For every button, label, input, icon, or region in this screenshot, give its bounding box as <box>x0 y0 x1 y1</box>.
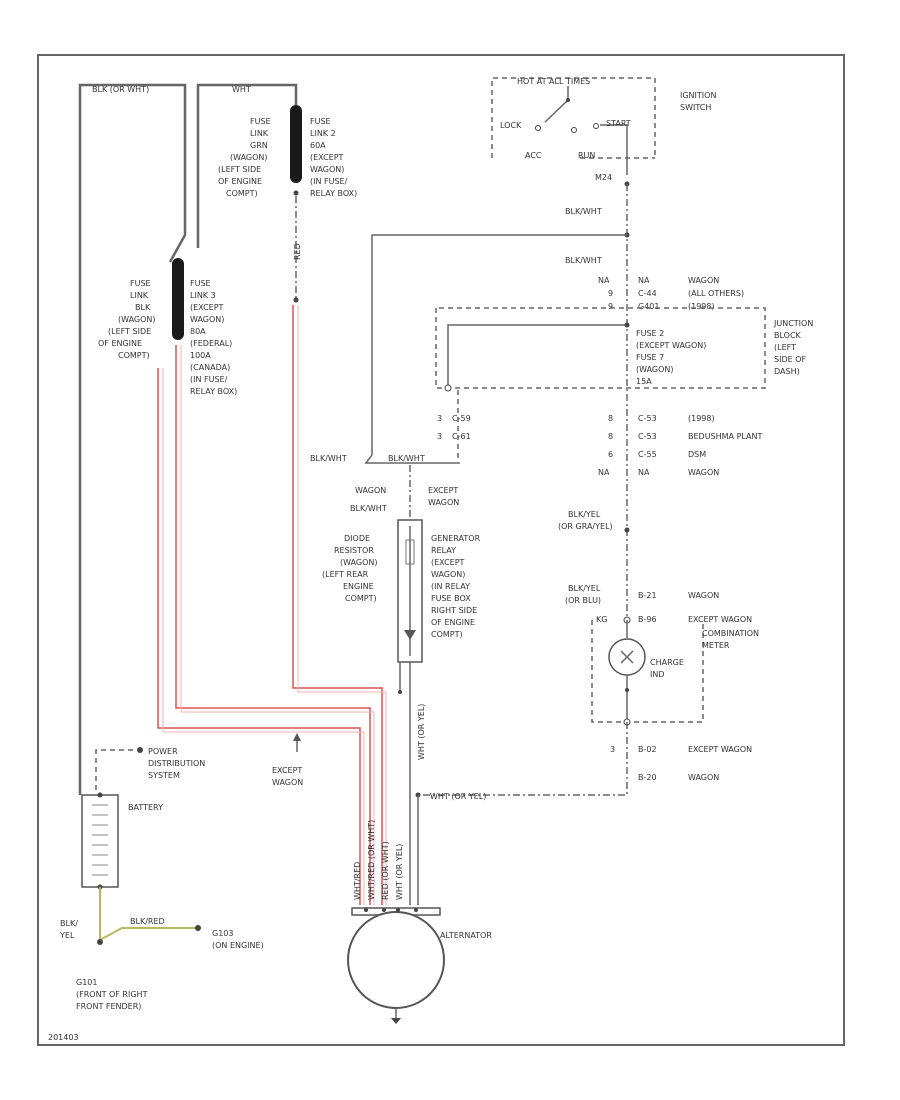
alt-wire-2: WHT/RED (OR WHT) <box>367 820 376 900</box>
svg-text:EXCEPT WAGON: EXCEPT WAGON <box>688 615 752 624</box>
svg-text:3: 3 <box>437 414 442 423</box>
ground-g101-label: G101 (FRONT OF RIGHT FRONT FENDER) <box>76 978 150 1011</box>
mid-blk-wht-left: BLK/WHT <box>310 454 347 463</box>
wire-label-red: RED <box>293 243 302 260</box>
svg-text:6: 6 <box>608 450 613 459</box>
svg-text:8: 8 <box>608 414 613 423</box>
diagram-frame <box>37 54 845 1046</box>
ignition-lock: LOCK <box>500 121 522 130</box>
ignition-start: START <box>606 119 631 128</box>
alt-wire-4: WHT (OR YEL) <box>395 844 404 900</box>
svg-text:EXCEPT WAGON: EXCEPT WAGON <box>688 745 752 754</box>
junction-block <box>435 307 766 392</box>
junction-block-label: JUNCTION BLOCK (LEFT SIDE OF DASH) <box>773 319 816 376</box>
connector-rows-2: 8 C-53 (1998) 8 C-53 BEDUSHMA PLANT 6 C-… <box>598 414 762 477</box>
connector-rows-4: 3 B-02 EXCEPT WAGON B-20 WAGON <box>610 745 752 782</box>
svg-text:C-61: C-61 <box>452 432 471 441</box>
svg-text:3: 3 <box>437 432 442 441</box>
ignition-run: RUN <box>578 151 595 160</box>
battery-ground-wire-color: BLK/ YEL <box>59 919 80 940</box>
svg-text:NA: NA <box>638 468 650 477</box>
wire-label-wht: WHT <box>232 85 251 94</box>
svg-text:B-02: B-02 <box>638 745 657 754</box>
svg-text:C-44: C-44 <box>638 289 657 298</box>
fuse-link-2-right-labels: FUSE LINK 2 60A (EXCEPT WAGON) (IN FUSE/… <box>310 117 357 198</box>
wht-or-yel-horizontal: WHT (OR YEL) <box>430 792 486 801</box>
right-blk-wht-1: BLK/WHT <box>565 207 602 216</box>
right-blk-wht-2: BLK/WHT <box>565 256 602 265</box>
svg-text:(1998): (1998) <box>688 302 715 311</box>
fuse-link-2-left-labels: FUSE LINK GRN (WAGON) (LEFT SIDE OF ENGI… <box>218 117 273 198</box>
ground-g103-label: G103 (ON ENGINE) <box>212 929 264 950</box>
battery-ground-wire-label: BLK/RED <box>130 917 165 926</box>
combination-meter <box>591 616 704 726</box>
svg-text:B-21: B-21 <box>638 591 657 600</box>
svg-text:WAGON: WAGON <box>688 276 719 285</box>
mid-blk-wht-lower: BLK/WHT <box>350 504 387 513</box>
svg-text:G401: G401 <box>638 302 659 311</box>
svg-text:(1998): (1998) <box>688 414 715 423</box>
ignition-switch-label: IGNITION SWITCH <box>680 91 719 112</box>
power-distribution-label: POWER DISTRIBUTION SYSTEM <box>148 747 208 780</box>
mid-blk-wht-center: BLK/WHT <box>388 454 425 463</box>
battery <box>81 792 119 890</box>
connector-rows-1: NA NA WAGON 9 C-44 (ALL OTHERS) 9 G401 (… <box>598 276 744 311</box>
svg-text:NA: NA <box>598 276 610 285</box>
svg-text:WAGON: WAGON <box>688 773 719 782</box>
diode-resistor-label: DIODE RESISTOR (WAGON) (LEFT REAR ENGINE… <box>322 534 380 603</box>
generator-relay-label: GENERATOR RELAY (EXCEPT WAGON) (IN RELAY… <box>431 534 483 639</box>
main-power-wires <box>78 83 298 795</box>
svg-text:BEDUSHMA PLANT: BEDUSHMA PLANT <box>688 432 762 441</box>
right-blk-yel-2: BLK/YEL (OR BLU) <box>565 584 603 605</box>
mid-wht-or-yel-vertical: WHT (OR YEL) <box>417 704 426 760</box>
fuse-labels: FUSE 2 (EXCEPT WAGON) FUSE 7 (WAGON) 15A <box>636 329 709 386</box>
svg-text:3: 3 <box>610 745 615 754</box>
fusible-link-3 <box>172 258 184 340</box>
mid-except-wagon-lower: EXCEPT WAGON <box>272 766 305 787</box>
hot-at-all-times: HOT AT ALL TIMES <box>517 77 590 86</box>
svg-text:KG: KG <box>596 615 607 624</box>
connector-m24: M24 <box>595 173 612 182</box>
fuse-link-3-right-labels: FUSE LINK 3 (EXCEPT WAGON) 80A (FEDERAL)… <box>190 279 237 396</box>
svg-text:NA: NA <box>598 468 610 477</box>
mid-except-wagon: EXCEPT WAGON <box>428 486 461 507</box>
svg-text:(ALL OTHERS): (ALL OTHERS) <box>688 289 744 298</box>
svg-text:WAGON: WAGON <box>688 591 719 600</box>
connector-rows-3: B-21 WAGON KG B-96 EXCEPT WAGON <box>596 591 752 624</box>
alternator <box>347 907 445 1024</box>
middle-connectors: 3 C-59 3 C-61 <box>437 390 471 458</box>
ignition-switch <box>491 77 656 175</box>
svg-text:DSM: DSM <box>688 450 706 459</box>
mid-wagon: WAGON <box>355 486 386 495</box>
wire-label-blk-wht: BLK (OR WHT) <box>92 85 149 94</box>
ignition-acc: ACC <box>525 151 542 160</box>
fuse-link-3-left-labels: FUSE LINK BLK (WAGON) (LEFT SIDE OF ENGI… <box>98 279 158 360</box>
svg-text:C-53: C-53 <box>638 414 657 423</box>
alt-wire-1: WHT/RED <box>353 862 362 900</box>
svg-text:WAGON: WAGON <box>688 468 719 477</box>
charge-indicator-label: CHARGE IND <box>650 658 686 679</box>
right-blk-yel-1: BLK/YEL (OR GRA/YEL) <box>558 510 613 531</box>
battery-label: BATTERY <box>128 803 163 812</box>
svg-text:C-59: C-59 <box>452 414 471 423</box>
fusible-link-2 <box>290 105 302 196</box>
footer-code: 201403 <box>48 1033 79 1042</box>
svg-text:C-55: C-55 <box>638 450 657 459</box>
diode-relay-box <box>397 519 423 663</box>
svg-text:8: 8 <box>608 432 613 441</box>
svg-text:9: 9 <box>608 302 613 311</box>
svg-text:B-20: B-20 <box>638 773 657 782</box>
combination-meter-label: COMBINATION METER <box>702 629 762 650</box>
svg-text:C-53: C-53 <box>638 432 657 441</box>
svg-text:NA: NA <box>638 276 650 285</box>
alt-wire-3: RED (OR WHT) <box>381 841 390 900</box>
alternator-label: ALTERNATOR <box>440 931 492 940</box>
svg-text:9: 9 <box>608 289 613 298</box>
svg-text:B-96: B-96 <box>638 615 657 624</box>
